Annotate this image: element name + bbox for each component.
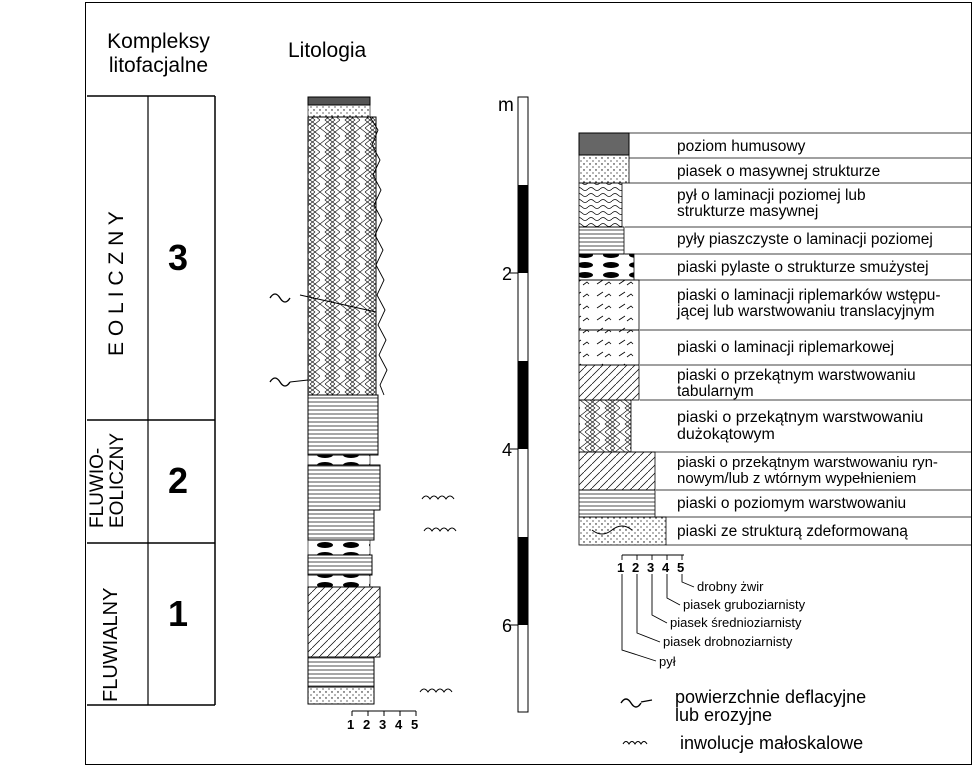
facies-grain-num-4: 4 (662, 560, 670, 575)
grain-size-leaders (621, 554, 695, 662)
grain-size-label-2: piasek gruboziarnisty (683, 597, 806, 612)
facies-column (578, 132, 667, 546)
involution-marks (419, 495, 457, 693)
facies-grain-num-1: 1 (617, 560, 625, 575)
complex-3-number: 3 (168, 237, 189, 278)
scale-label-2: 2 (502, 264, 513, 284)
grain-num-3: 3 (379, 717, 387, 732)
facies-grain-num-5: 5 (677, 560, 685, 575)
deflation-legend-icon (620, 698, 642, 708)
scale-unit: m (498, 95, 514, 116)
deflation-mark-1 (269, 293, 291, 303)
grain-size-label-1: drobny żwir (697, 579, 764, 594)
complex-table (87, 95, 216, 706)
grain-num-4: 4 (395, 717, 403, 732)
column-grain-scale (351, 710, 417, 716)
complex-2-number: 2 (168, 460, 189, 501)
facies-label-1: poziom humusowy (677, 138, 806, 155)
legend-row-lines (625, 132, 972, 546)
complex-1-number: 1 (168, 593, 189, 634)
scale-label-6: 6 (502, 616, 513, 636)
involution-legend-icon (622, 741, 648, 745)
grain-num-5: 5 (411, 717, 419, 732)
facies-grain-num-3: 3 (647, 560, 655, 575)
complexes-header: Kompleksy litofacjalne (107, 30, 210, 77)
facies-label-12: piaski ze strukturą zdeformowaną (677, 523, 908, 540)
lithology-column (299, 96, 388, 705)
facies-label-6: piaski o laminacji riplemarków wstępu-ją… (677, 287, 941, 320)
facies-label-7: piaski o laminacji riplemarkowej (677, 339, 895, 356)
facies-label-5: piaski pylaste o strukturze smużystej (677, 259, 929, 276)
scale-label-4: 4 (502, 440, 513, 460)
grain-num-1: 1 (347, 717, 355, 732)
facies-label-11: piaski o poziomym warstwowaniu (677, 495, 907, 512)
deflation-mark-2 (269, 377, 291, 387)
involution-legend-label: inwolucje małoskalowe (680, 733, 864, 753)
lithology-header: Litologia (288, 39, 367, 62)
facies-label-10: piaski o przekątnym warstwowaniu ryn-now… (677, 454, 938, 487)
grain-size-label-4: piasek drobnoziarnisty (663, 634, 793, 649)
grain-size-label-5: pył (659, 654, 676, 669)
grain-size-label-3: piasek średnioziarnisty (670, 615, 802, 630)
facies-label-4: pyły piaszczyste o laminacji poziomej (677, 231, 933, 248)
meter-scale-bar (510, 96, 529, 713)
figure-frame (85, 2, 972, 765)
facies-label-2: piasek o masywnej strukturze (677, 163, 881, 180)
facies-grain-num-2: 2 (632, 560, 640, 575)
grain-num-2: 2 (363, 717, 371, 732)
